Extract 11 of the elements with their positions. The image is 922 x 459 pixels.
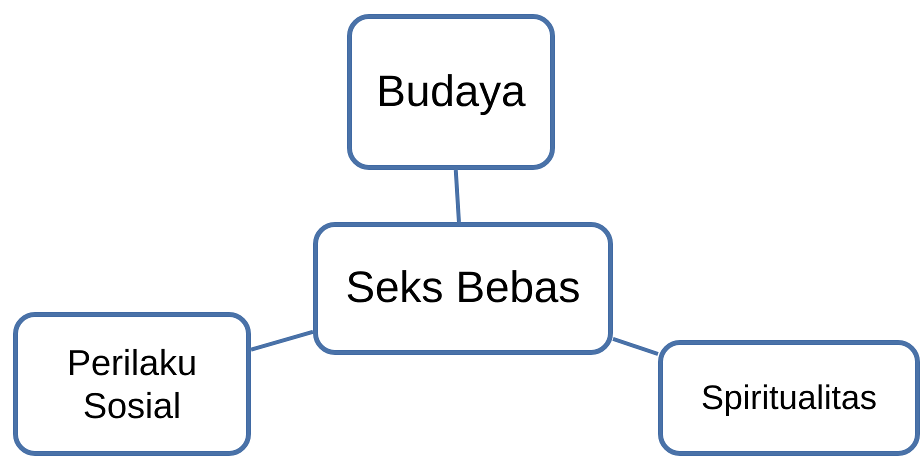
rounded-box — [13, 312, 251, 456]
connector-line — [454, 170, 461, 222]
connector-line — [612, 336, 659, 356]
rounded-box — [313, 222, 613, 355]
node-label: Perilaku Sosial — [66, 340, 198, 428]
node-label: Spiritualitas — [701, 378, 877, 418]
rounded-box — [347, 14, 555, 170]
node-label: Seks Bebas — [346, 262, 580, 314]
connector-line — [250, 330, 314, 352]
rounded-box — [658, 340, 920, 456]
node-label: Budaya — [376, 66, 526, 118]
